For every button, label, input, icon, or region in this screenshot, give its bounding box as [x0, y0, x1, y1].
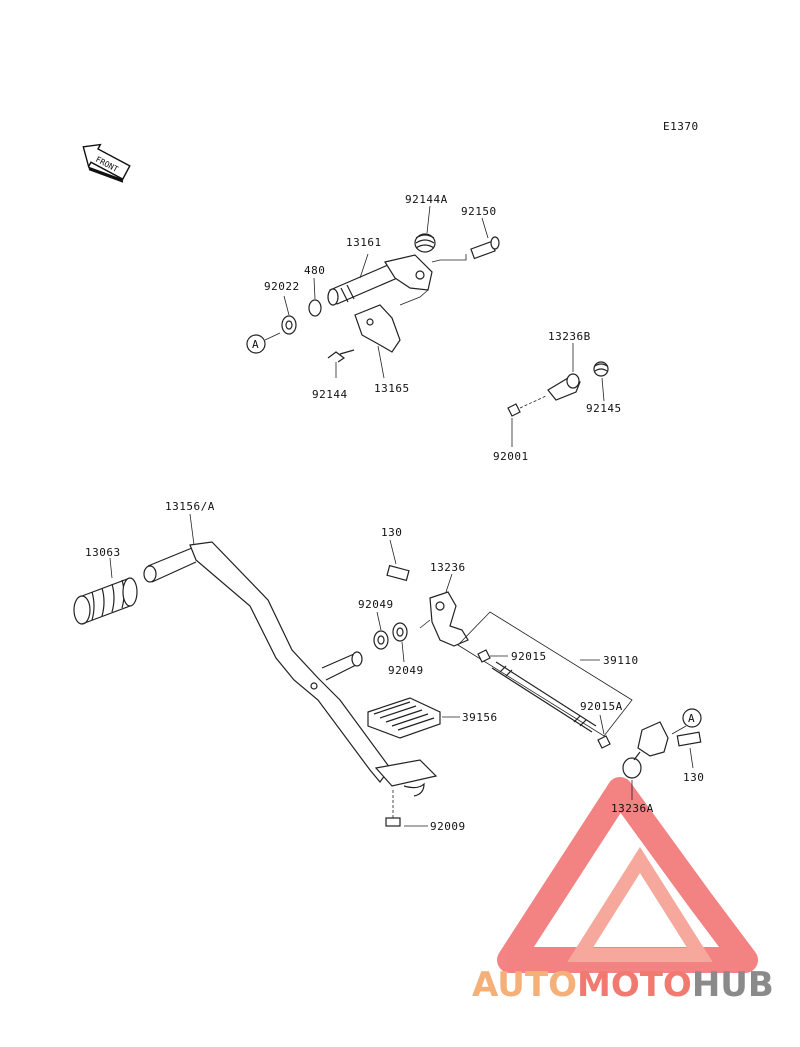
label-92145: 92145	[586, 402, 622, 415]
front-arrow-icon: FRONT	[82, 143, 131, 183]
lever-13236A	[637, 721, 669, 757]
bolt-130-upper	[386, 564, 410, 582]
label-13165: 13165	[374, 382, 410, 395]
label-13236B: 13236B	[548, 330, 591, 343]
shift-pedal-13156A	[189, 541, 391, 783]
label-13161: 13161	[346, 236, 382, 249]
label-92009: 92009	[430, 820, 466, 833]
label-13236: 13236	[430, 561, 466, 574]
watermark-logo-icon	[497, 777, 758, 973]
bolt-92009	[385, 817, 401, 827]
washers-92049	[373, 611, 408, 663]
lever-13236A-assembly: A	[622, 708, 702, 800]
label-13236A: 13236A	[611, 802, 654, 815]
label-92015: 92015	[511, 650, 547, 663]
label-92150: 92150	[461, 205, 497, 218]
diagram-code: E1370	[663, 120, 699, 133]
watermark-text: AUTOMOTOHUB	[472, 965, 774, 1005]
label-13156A: 13156/A	[165, 500, 215, 513]
shift-shaft-assembly: A	[246, 205, 500, 379]
bolt-130-lower	[676, 731, 702, 747]
circlip-480	[308, 299, 322, 317]
lever-13236	[429, 591, 469, 647]
label-13063: 13063	[85, 546, 121, 559]
label-130-upper: 130	[381, 526, 402, 539]
nut-92015A	[597, 735, 611, 749]
pin-92150	[470, 236, 500, 260]
watermark-part-2: MOTO	[577, 965, 692, 1005]
watermark-part-1: AUTO	[472, 965, 577, 1005]
label-92144A: 92144A	[405, 193, 448, 206]
lever-13236B-assembly	[507, 343, 609, 447]
label-130-lower: 130	[683, 771, 704, 784]
bolt-92001	[507, 403, 521, 417]
label-39110: 39110	[603, 654, 639, 667]
label-92001: 92001	[493, 450, 529, 463]
spring-92144A	[414, 233, 436, 253]
tie-rod-39110-assembly	[457, 611, 633, 749]
nut-92015	[477, 649, 491, 663]
ref-marker-a-upper	[246, 334, 266, 354]
ref-marker-a-upper-label: A	[252, 338, 259, 351]
pad-39156	[367, 697, 460, 739]
spring-92144	[327, 349, 355, 363]
washer-92022	[281, 315, 297, 335]
label-92049-upper: 92049	[358, 598, 394, 611]
label-92049-lower: 92049	[388, 664, 424, 677]
plate-13165	[354, 304, 401, 353]
shift-pedal-assembly	[73, 513, 438, 827]
label-92022: 92022	[264, 280, 300, 293]
ref-marker-a-lower	[682, 708, 702, 728]
label-92144: 92144	[312, 388, 348, 401]
lever-13236-assembly	[386, 539, 469, 647]
label-39156: 39156	[462, 711, 498, 724]
ref-marker-a-lower-label: A	[688, 712, 695, 725]
pedal-rubber-13063	[73, 577, 138, 625]
label-92015A: 92015A	[580, 700, 623, 713]
watermark-part-3: HUB	[692, 965, 774, 1005]
label-480: 480	[304, 264, 325, 277]
